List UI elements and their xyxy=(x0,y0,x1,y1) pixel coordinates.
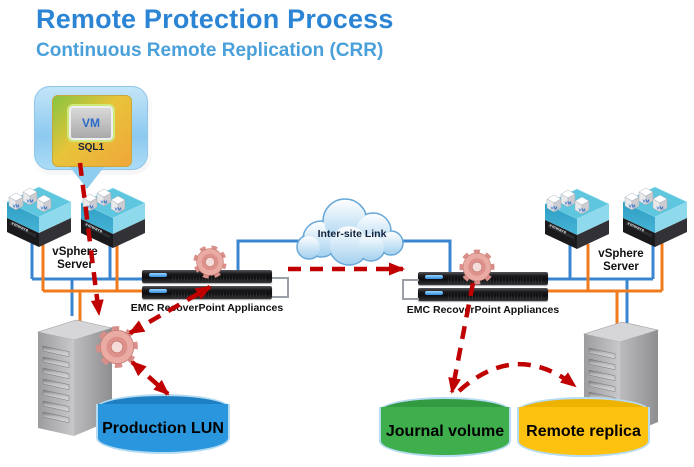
vsphere-host-icon: VM VM VM vmware xyxy=(544,188,610,249)
cylinder-body xyxy=(96,404,230,454)
splitter-gear-icon xyxy=(96,326,138,368)
vm-cube-label: VM xyxy=(629,204,636,209)
vm-cube-icon: VM xyxy=(638,187,654,206)
vm-cube-icon: VM xyxy=(36,194,52,213)
vm-cube-label: VM xyxy=(565,201,572,206)
vm-cube-icon: VM xyxy=(560,189,576,208)
cylinder-body xyxy=(379,407,511,457)
splitter-gear-icon xyxy=(459,249,495,285)
arrow-journal-to-replica xyxy=(457,362,577,393)
vsphere-host-icon: VM VM VM vmware xyxy=(80,187,146,248)
vsphere-host-icon: VM VM VM vmware xyxy=(6,186,72,247)
host-base-panel xyxy=(626,222,652,238)
journal-volume-cylinder: Journal volume xyxy=(379,397,511,457)
vm-cube-label: VM xyxy=(13,204,20,209)
vsphere-host-right-1: VM VM VM vmware xyxy=(540,188,614,252)
host-left-face xyxy=(545,204,577,235)
vsphere-host-left-2: VM VM VM vmware xyxy=(76,187,150,251)
host-right-face xyxy=(655,202,687,233)
vm-cube-icon: VM xyxy=(652,194,668,213)
vm-cube-icon: VM xyxy=(110,195,126,214)
vsphere-host-icon: VM VM VM vmware xyxy=(622,186,688,247)
recoverpoint-appliance xyxy=(142,286,272,299)
vm-cube-label: VM xyxy=(657,206,664,211)
vm-cube-label: VM xyxy=(115,207,122,212)
vm-cube-icon: VM xyxy=(8,192,24,211)
appliance-cluster-bracket-left xyxy=(272,277,289,298)
host-base-panel xyxy=(10,222,36,238)
vsphere-host-right-2: VM VM VM vmware xyxy=(618,186,692,250)
vm-cube-icon: VM xyxy=(22,187,38,206)
vm-cube-icon: VM xyxy=(624,192,640,211)
splitter-gear-array xyxy=(88,318,146,376)
production-lun-label: Production LUN xyxy=(102,420,224,437)
host-left-face xyxy=(623,202,655,233)
production-lun-cylinder: Production LUN xyxy=(96,394,230,454)
vm-name: SQL1 xyxy=(77,142,105,153)
cylinder-body xyxy=(517,407,650,457)
host-base-panel xyxy=(548,224,574,240)
vsphere-server-label-left: vSphere Server xyxy=(52,246,98,272)
appliance-label-left: EMC RecoverPoint Appliances xyxy=(130,302,284,314)
page-subtitle: Continuous Remote Replication (CRR) xyxy=(36,40,384,61)
appliance-label-right: EMC RecoverPoint Appliances xyxy=(406,304,560,316)
appliance-cluster-bracket-right xyxy=(402,279,419,300)
remote-replica-cylinder: Remote replica xyxy=(517,397,650,457)
vm-cube-label: VM xyxy=(41,206,48,211)
vm-icon: VM xyxy=(67,104,115,142)
vm-cube-label: VM xyxy=(101,200,108,205)
remote-replica-label: Remote replica xyxy=(526,423,641,440)
rpa-left-bottom xyxy=(142,286,272,299)
host-right-face xyxy=(39,202,71,233)
journal-volume-label: Journal volume xyxy=(385,423,505,440)
host-right-face xyxy=(113,203,145,234)
vm-cube-label: VM xyxy=(551,206,558,211)
vm-cube-label: VM xyxy=(643,199,650,204)
vm-cube-icon: VM xyxy=(546,194,562,213)
vm-cube-label: VM xyxy=(27,199,34,204)
host-right-face xyxy=(577,204,609,235)
vm-cube-icon: VM xyxy=(574,196,590,215)
splitter-gear-left-appliance xyxy=(187,239,233,285)
vsphere-server-label-right: vSphere Server xyxy=(598,248,644,274)
inter-site-link-label: Inter-site Link xyxy=(317,228,387,240)
vm-cube-label: VM xyxy=(87,205,94,210)
vm-cube-label: VM xyxy=(579,208,586,213)
splitter-gear-right-appliance xyxy=(454,244,500,290)
host-base-right xyxy=(655,218,687,247)
vsphere-host-left-1: VM VM VM vmware xyxy=(2,186,76,250)
splitter-gear-icon xyxy=(193,245,227,279)
rpa-right-bottom xyxy=(418,288,548,301)
page-title: Remote Protection Process xyxy=(36,4,394,34)
host-left-face xyxy=(7,202,39,233)
recoverpoint-appliance xyxy=(418,288,548,301)
